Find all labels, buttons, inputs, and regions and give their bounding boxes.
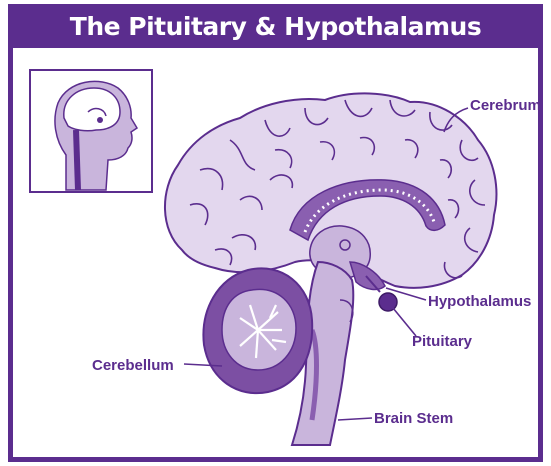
head-profile-icon <box>30 70 152 192</box>
label-brain-stem: Brain Stem <box>374 410 453 427</box>
pituitary-shape <box>379 293 397 311</box>
cerebellum-shape <box>203 268 312 393</box>
label-cerebrum: Cerebrum <box>470 97 541 114</box>
label-cerebellum: Cerebellum <box>92 357 174 374</box>
label-hypothalamus: Hypothalamus <box>428 293 531 310</box>
label-pituitary: Pituitary <box>412 333 473 350</box>
